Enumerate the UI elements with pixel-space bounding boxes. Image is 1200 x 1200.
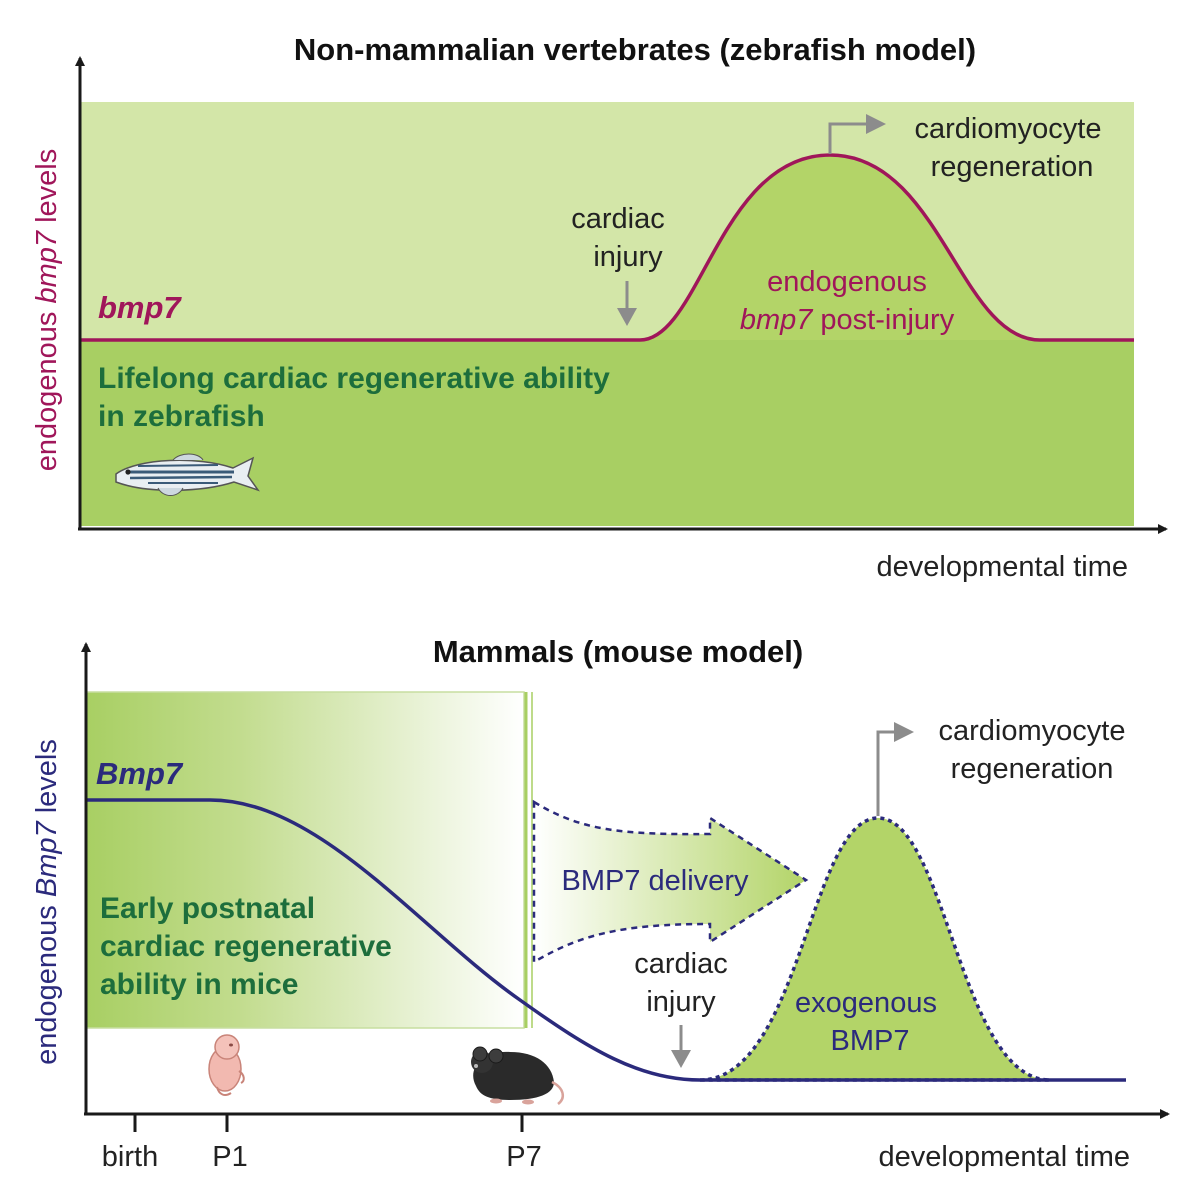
bmp7-curve-mouse bbox=[86, 798, 1126, 1082]
tick-label-p7: P7 bbox=[506, 1141, 541, 1173]
top-region-label-line1: Lifelong cardiac regenerative ability bbox=[98, 362, 610, 395]
bottom-outcome-arrow bbox=[876, 722, 914, 816]
tick-label-p1: P1 bbox=[212, 1141, 247, 1173]
bottom-peak-label-line1: exogenous bbox=[795, 987, 937, 1019]
top-injury-label-line2: injury bbox=[593, 241, 663, 273]
top-regenerative-region bbox=[80, 340, 1134, 526]
top-outcome-arrow bbox=[828, 114, 886, 154]
bottom-peak-label-line2: BMP7 bbox=[831, 1025, 910, 1057]
top-peak-label-line1: endogenous bbox=[767, 266, 927, 298]
top-y-axis-label: endogenous bmp7 levels bbox=[31, 149, 63, 471]
bmp7-curve-zebrafish bbox=[80, 153, 1134, 342]
top-panel: Non-mammalian vertebrates (zebrafish mod… bbox=[31, 32, 1168, 583]
bottom-region-label-line1: Early postnatal bbox=[100, 892, 315, 925]
bottom-x-axis-label: developmental time bbox=[879, 1141, 1130, 1173]
bottom-injury-label-line1: cardiac bbox=[634, 948, 728, 980]
bottom-outcome-label-line2: regeneration bbox=[951, 753, 1114, 785]
top-title: Non-mammalian vertebrates (zebrafish mod… bbox=[294, 32, 976, 67]
bottom-early-region bbox=[85, 691, 525, 1029]
top-curve-label: bmp7 bbox=[98, 290, 182, 325]
top-region-label-line2: in zebrafish bbox=[98, 400, 265, 433]
bmp7-delivery-arrow bbox=[532, 799, 809, 965]
bottom-curve-label: Bmp7 bbox=[96, 756, 184, 791]
zebrafish-icon bbox=[115, 453, 260, 496]
bottom-region-label-line2: cardiac regenerative bbox=[100, 930, 392, 963]
bottom-injury-label-line2: injury bbox=[646, 986, 716, 1018]
tick-label-birth: birth bbox=[102, 1141, 158, 1173]
adult-mouse-icon bbox=[471, 1046, 565, 1105]
bmp7-delivery-label: BMP7 delivery bbox=[562, 865, 749, 897]
top-peak-label-line2: bmp7 post-injury bbox=[740, 304, 955, 336]
bottom-injury-arrow bbox=[671, 1025, 691, 1068]
exogenous-bmp7-peak bbox=[699, 816, 1051, 1082]
top-injury-label-line1: cardiac bbox=[571, 203, 665, 235]
bottom-title: Mammals (mouse model) bbox=[433, 634, 803, 669]
top-outcome-label-line2: regeneration bbox=[931, 151, 1094, 183]
newborn-mouse-icon bbox=[208, 1034, 245, 1096]
top-injury-arrow bbox=[617, 281, 637, 326]
top-peak-fill bbox=[640, 155, 1040, 340]
top-outcome-label-line1: cardiomyocyte bbox=[915, 113, 1102, 145]
bottom-y-axis-label: endogenous Bmp7 levels bbox=[31, 739, 63, 1065]
bottom-outcome-label-line1: cardiomyocyte bbox=[939, 715, 1126, 747]
top-x-axis-label: developmental time bbox=[877, 551, 1128, 583]
bottom-panel: birth P1 P7 Mammals (mouse model) endoge… bbox=[31, 634, 1170, 1173]
bottom-region-label-line3: ability in mice bbox=[100, 968, 298, 1001]
